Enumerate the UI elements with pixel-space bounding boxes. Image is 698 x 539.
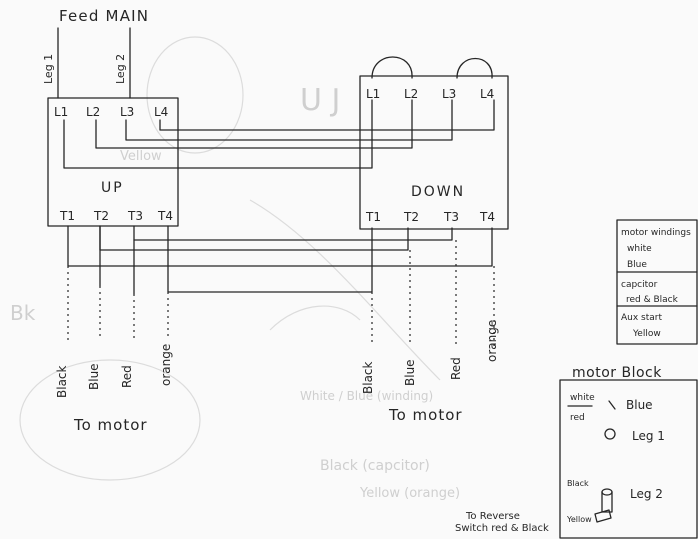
right-wire-black: Black (361, 361, 375, 394)
down-jumper-l3-l4 (456, 57, 493, 79)
feed-main-title: Feed MAIN (59, 7, 149, 25)
svg-text:White / Blue (winding): White / Blue (winding) (300, 389, 433, 403)
leg1-label: Leg 1 (42, 54, 55, 84)
svg-text:Black (capcitor): Black (capcitor) (320, 458, 430, 474)
leg1-terminal-circle (604, 428, 616, 440)
down-terminal-l4: L4 (480, 87, 494, 101)
up-label: UP (101, 180, 124, 196)
down-terminal-t3: T3 (443, 210, 459, 224)
wire-legend: motor windings white Blue capcitor red &… (616, 219, 698, 345)
down-terminal-l1: L1 (366, 87, 380, 101)
up-terminal-t4: T4 (157, 209, 173, 223)
down-terminal-t1: T1 (365, 210, 381, 224)
left-wire-color-labels: Black Blue Red orange (55, 344, 173, 398)
legend-white: white (627, 244, 652, 254)
up-terminal-l4: L4 (154, 105, 168, 119)
bleed-through-marks: U J Vellow White / Blue (winding) Black … (10, 36, 460, 501)
leg2-terminal-shape (601, 491, 613, 513)
to-motor-left: To motor (73, 416, 148, 434)
motor-block-leg2: Leg 2 (630, 487, 663, 501)
up-terminal-t2: T2 (93, 209, 109, 223)
svg-text:Yellow (orange): Yellow (orange) (359, 486, 460, 501)
legend-aux-start: Aux start (621, 313, 662, 323)
motor-block-blue: Blue (626, 398, 653, 412)
down-terminal-t2: T2 (403, 210, 419, 224)
down-terminal-t4: T4 (479, 210, 495, 224)
down-top-terminals: L1 L2 L3 L4 (366, 87, 494, 101)
up-bottom-terminals: T1 T2 T3 T4 (59, 209, 173, 223)
right-wire-orange: orange (485, 320, 499, 362)
left-wire-black: Black (55, 365, 69, 398)
to-reverse-line2: Switch red & Black (455, 523, 549, 534)
up-load-wires (67, 225, 493, 340)
down-terminal-l2: L2 (404, 87, 418, 101)
down-jumper-l1-l2 (371, 56, 413, 79)
motor-block-yellow: Yellow (566, 515, 592, 524)
svg-text:U J: U J (300, 83, 340, 118)
left-wire-red: Red (120, 365, 134, 388)
motor-block-white: white (570, 393, 595, 403)
up-terminal-l1: L1 (54, 105, 68, 119)
right-wire-red: Red (449, 357, 463, 380)
left-wire-blue: Blue (87, 363, 101, 390)
down-label: DOWN (411, 184, 465, 200)
legend-motor-windings: motor windings (621, 228, 691, 238)
motor-block-red: red (570, 413, 585, 423)
motor-block-title: motor Block (572, 365, 662, 381)
right-wire-color-labels: Black Blue Red orange (361, 320, 499, 394)
to-motor-right: To motor (388, 406, 463, 424)
motor-block: motor Block white red Blue Leg 1 Black L… (559, 365, 698, 539)
to-reverse-line1: To Reverse (465, 511, 520, 522)
right-wire-blue: Blue (403, 359, 417, 386)
blue-terminal-mark (608, 400, 616, 410)
svg-text:Bk: Bk (10, 301, 36, 325)
down-contactor-box (359, 75, 509, 230)
down-bottom-terminals: T1 T2 T3 T4 (365, 210, 495, 224)
up-top-terminals: L1 L2 L3 L4 (54, 105, 168, 119)
left-wire-orange: orange (159, 344, 173, 386)
legend-blue: Blue (627, 260, 647, 270)
down-terminal-l3: L3 (442, 87, 456, 101)
down-load-wires (371, 240, 495, 346)
svg-text:Vellow: Vellow (120, 149, 162, 164)
aux-terminal-shape (594, 509, 612, 523)
up-terminal-t1: T1 (59, 209, 75, 223)
up-terminal-l2: L2 (86, 105, 100, 119)
legend-red-black: red & Black (626, 295, 679, 305)
leg2-label: Leg 2 (114, 54, 127, 84)
motor-block-leg1: Leg 1 (632, 429, 665, 443)
motor-block-black: Black (567, 479, 589, 488)
up-contactor-box (47, 97, 179, 227)
up-terminal-t3: T3 (127, 209, 143, 223)
legend-capcitor: capcitor (621, 280, 658, 290)
line-side-cross-wires (63, 99, 495, 169)
up-terminal-l3: L3 (120, 105, 134, 119)
legend-yellow: Yellow (632, 329, 661, 339)
